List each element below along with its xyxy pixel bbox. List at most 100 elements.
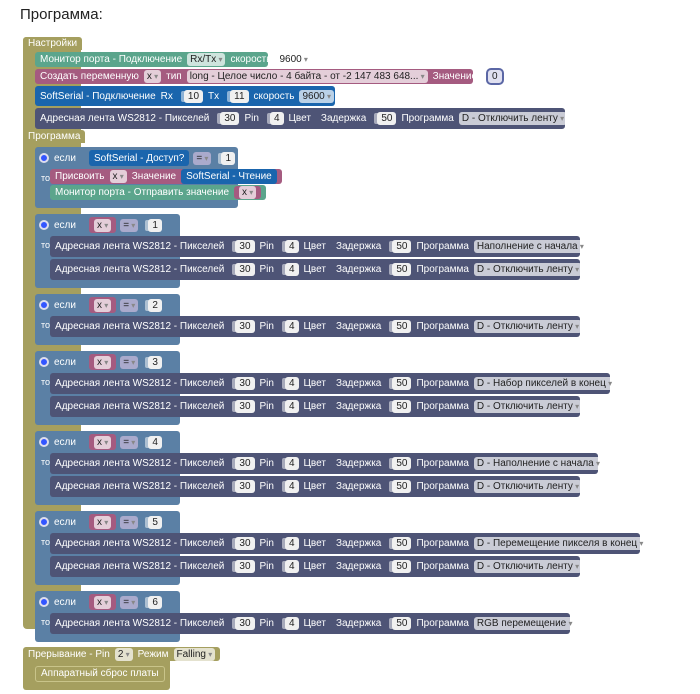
variable-dropdown[interactable]: x [143, 70, 162, 83]
speed-dropdown[interactable]: 9600 [299, 89, 334, 103]
program-dropdown[interactable]: RGB перемещение [473, 617, 576, 630]
program-dropdown[interactable]: Наполнение с начала [473, 240, 587, 253]
delay-input[interactable]: 50 [392, 480, 412, 493]
program-dropdown[interactable]: D - Отключить ленту [473, 320, 583, 333]
softserial-read-block[interactable]: SoftSerial - Чтение [181, 169, 277, 184]
delay-input[interactable]: 50 [392, 537, 412, 550]
loop-block-label[interactable]: Программа [23, 130, 86, 143]
operator-dropdown[interactable]: = [120, 595, 139, 609]
gear-icon[interactable] [39, 357, 49, 367]
delay-input[interactable]: 50 [392, 263, 412, 276]
softserial-connect-block[interactable]: SoftSerial - Подключение Rx 10 Tx 11 ско… [35, 86, 335, 106]
pixels-input[interactable]: 30 [235, 617, 255, 630]
pixels-input[interactable]: 30 [220, 112, 240, 125]
delay-input[interactable]: 50 [392, 617, 412, 630]
pin-input[interactable]: 4 [284, 480, 299, 493]
pixels-input[interactable]: 30 [235, 480, 255, 493]
rx-input[interactable]: 10 [183, 89, 204, 103]
program-dropdown[interactable]: D - Наполнение с начала [473, 457, 603, 470]
variable-block[interactable]: x [88, 217, 117, 233]
operator-dropdown[interactable]: = [120, 515, 139, 529]
delay-input[interactable]: 50 [392, 320, 412, 333]
program-dropdown[interactable]: D - Перемещение пикселя в конец [473, 537, 647, 550]
variable-dropdown[interactable]: x [93, 298, 112, 312]
delay-input[interactable]: 50 [392, 400, 412, 413]
program-dropdown[interactable]: D - Отключить ленту [473, 263, 583, 276]
pin-input[interactable]: 4 [284, 400, 299, 413]
variable-dropdown[interactable]: x [93, 218, 112, 232]
operator-dropdown[interactable]: = [193, 151, 212, 165]
variable-dropdown[interactable]: x [109, 170, 127, 183]
type-dropdown[interactable]: long - Целое число - 4 байта - от -2 147… [186, 70, 428, 83]
pixels-input[interactable]: 30 [235, 457, 255, 470]
program-dropdown[interactable]: D - Отключить ленту [473, 480, 583, 493]
gear-icon[interactable] [39, 437, 49, 447]
pin-input[interactable]: 4 [284, 377, 299, 390]
pixels-input[interactable]: 30 [235, 240, 255, 253]
pin-input[interactable]: 4 [284, 457, 299, 470]
operator-dropdown[interactable]: = [120, 355, 139, 369]
mode-dropdown[interactable]: Falling [173, 647, 216, 661]
softserial-available-block[interactable]: SoftSerial - Доступ? [88, 150, 190, 166]
pin-input[interactable]: 4 [284, 537, 299, 550]
compare-value-input[interactable]: 1 [221, 151, 235, 165]
port-dropdown[interactable]: Rx/Tx [187, 53, 226, 66]
hardware-reset-block[interactable]: Аппаратный сброс платы [35, 665, 165, 682]
create-variable-block[interactable]: Создать переменную x тип long - Целое чи… [35, 68, 504, 85]
variable-block[interactable]: x [88, 434, 117, 450]
compare-value-input[interactable]: 4 [148, 435, 162, 449]
pixels-input[interactable]: 30 [235, 537, 255, 550]
gear-icon[interactable] [39, 300, 49, 310]
pin-dropdown[interactable]: 2 [114, 647, 133, 661]
pixels-input[interactable]: 30 [235, 560, 255, 573]
assign-block[interactable]: ПрисвоитьxЗначениеSoftSerial - Чтение [50, 169, 282, 184]
pin-input[interactable]: 4 [284, 240, 299, 253]
variable-block[interactable]: x [88, 297, 117, 313]
program-dropdown[interactable]: D - Отключить ленту [473, 400, 583, 413]
pixels-input[interactable]: 30 [235, 320, 255, 333]
variable-dropdown[interactable]: x [93, 435, 112, 449]
value-input[interactable]: 0 [486, 68, 504, 85]
operator-dropdown[interactable]: = [120, 298, 139, 312]
compare-value-input[interactable]: 2 [148, 298, 162, 312]
variable-dropdown[interactable]: x [93, 515, 112, 529]
variable-block[interactable]: x [234, 186, 262, 199]
operator-dropdown[interactable]: = [120, 218, 139, 232]
speed-dropdown[interactable]: 9600 [276, 53, 311, 66]
tx-input[interactable]: 11 [230, 89, 249, 103]
setup-block-label[interactable]: Настройки [23, 37, 83, 50]
interrupt-header[interactable]: Прерывание - Pin 2 Режим Falling [23, 647, 221, 661]
pin-input[interactable]: 4 [284, 560, 299, 573]
compare-value-input[interactable]: 6 [148, 595, 162, 609]
program-dropdown[interactable]: D - Отключить ленту [473, 560, 583, 573]
pixels-input[interactable]: 30 [235, 263, 255, 276]
serial-monitor-connect-block[interactable]: Монитор порта - Подключение Rx/Tx скорос… [35, 52, 311, 67]
gear-icon[interactable] [39, 597, 49, 607]
pin-input[interactable]: 4 [284, 263, 299, 276]
pin-input[interactable]: 4 [284, 320, 299, 333]
gear-icon[interactable] [39, 153, 49, 163]
compare-value-input[interactable]: 5 [148, 515, 162, 529]
pixels-input[interactable]: 30 [235, 377, 255, 390]
program-dropdown[interactable]: D - Отключить ленту [458, 112, 568, 125]
program-dropdown[interactable]: D - Набор пикселей в конец [473, 377, 616, 390]
variable-dropdown[interactable]: x [239, 186, 257, 199]
variable-block[interactable]: x [88, 354, 117, 370]
